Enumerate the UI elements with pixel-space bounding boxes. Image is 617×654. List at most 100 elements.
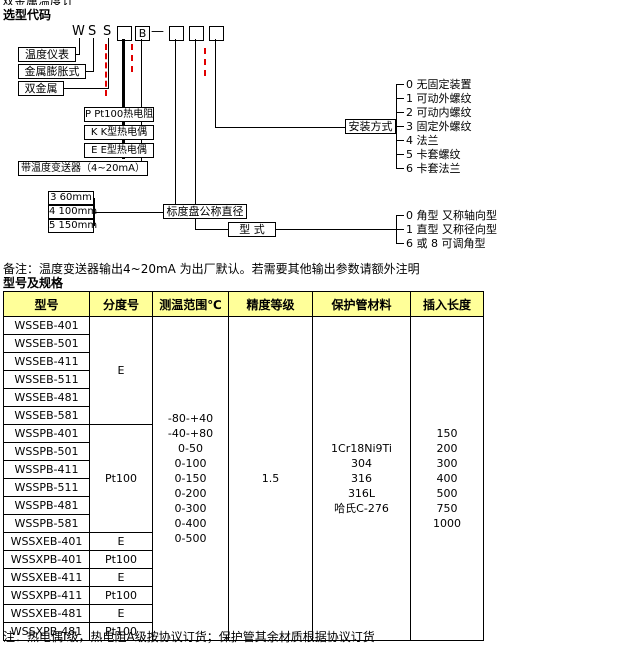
graduation-cell: E (89, 532, 153, 551)
col-header-model: 型号 (3, 291, 90, 317)
tick-line (396, 112, 404, 113)
model-cell: WSSPB-511 (3, 478, 90, 497)
label-bimetal: 双金属 (18, 81, 64, 96)
model-cell: WSSEB-411 (3, 352, 90, 371)
connector-line (108, 38, 109, 88)
connector-line (79, 38, 80, 55)
red-mark (131, 44, 133, 72)
label-type: 型 式 (228, 222, 276, 237)
graduation-cell: Pt100 (89, 622, 153, 641)
tick-line (396, 84, 404, 85)
tick-line (396, 229, 404, 230)
mounting-option-1: 1 可动外螺纹 (406, 92, 472, 105)
type-option-1: 1 直型 又称径向型 (406, 223, 497, 236)
model-cell: WSSXPB-401 (3, 550, 90, 569)
tick-line (396, 140, 404, 141)
table-row: WSSPB-481 (3, 496, 484, 515)
model-cell: WSSPB-501 (3, 442, 90, 461)
label-mounting: 安装方式 (345, 119, 396, 134)
footnote: 注：热电偶I级，热电阻A级按协议订货；保护管其余材质根据协议订货 (3, 630, 375, 644)
model-cell: WSSEB-401 (3, 316, 90, 335)
table-row: WSSEB-501 (3, 334, 484, 353)
label-temperature-transmitter: 带温度变送器（4~20mA） (18, 161, 148, 176)
label-metal-expansion: 金属膨胀式 (18, 64, 86, 79)
col-header-length: 插入长度 (410, 291, 484, 317)
code-dash: — (151, 24, 164, 39)
table-header-row: 型号 分度号 测温范围℃ 精度等级 保护管材料 插入长度 (3, 291, 484, 317)
tick-line (396, 98, 404, 99)
mounting-option-2: 2 可动内螺纹 (406, 106, 472, 119)
red-mark (204, 48, 206, 76)
model-cell: WSSXEB-481 (3, 604, 90, 623)
clipped-header-fragment: 双金属温度计 (2, 0, 74, 5)
model-cell: WSSEB-501 (3, 334, 90, 353)
col-header-graduation: 分度号 (89, 291, 153, 317)
connector-line (195, 229, 228, 230)
col-header-accuracy: 精度等级 (228, 291, 313, 317)
connector-line (86, 71, 94, 72)
table-row: WSSPB-581 (3, 514, 484, 533)
connector-line (93, 38, 94, 71)
thick-connector-line (122, 39, 125, 159)
code-letter-w: W (72, 24, 85, 39)
label-dial-diameter: 标度盘公称直径 (163, 204, 247, 219)
label-sensor-e-thermocouple: E E型热电偶 (84, 143, 154, 158)
connector-line (76, 54, 80, 55)
spec-title: 型号及规格 (3, 276, 64, 290)
graduation-cell: E (89, 316, 153, 425)
model-cell: WSSXEB-401 (3, 532, 90, 551)
tick-line (396, 154, 404, 155)
model-cell: WSSXPB-481 (3, 622, 90, 641)
model-cell: WSSXEB-411 (3, 568, 90, 587)
connector-line (215, 39, 216, 127)
table-row: WSSPB-401 Pt100 (3, 424, 484, 533)
tick-line (396, 215, 404, 216)
label-dial-150mm: 5 150mm (48, 219, 98, 233)
accuracy-cell: 1.5 (228, 316, 313, 641)
selection-code-title: 选型代码 (3, 8, 52, 22)
remark-note: 备注：温度变送器输出4~20mA 为出厂默认。若需要其他输出参数请额外注明 (3, 262, 420, 276)
mounting-option-6: 6 卡套法兰 (406, 162, 461, 175)
clipped-header-text: 双金属温度计 (2, 0, 74, 5)
tick-line (396, 243, 404, 244)
table-row: WSSXEB-401 E (3, 532, 484, 551)
mounting-option-3: 3 固定外螺纹 (406, 120, 472, 133)
type-code-box (189, 26, 204, 41)
model-cell: WSSPB-411 (3, 460, 90, 479)
graduation-cell: E (89, 568, 153, 587)
model-cell: WSSEB-581 (3, 406, 90, 425)
dial-code-box (169, 26, 184, 41)
connector-line (64, 88, 109, 89)
model-cell: WSSPB-401 (3, 424, 90, 443)
label-temperature-instrument: 温度仪表 (18, 47, 76, 62)
table-row: WSSXPB-481 Pt100 (3, 622, 484, 641)
type-option-2: 6 或 8 可调角型 (406, 237, 486, 250)
col-header-material: 保护管材料 (312, 291, 411, 317)
connector-line (215, 127, 345, 128)
tick-line (396, 126, 404, 127)
model-cell: WSSEB-511 (3, 370, 90, 389)
model-cell: WSSPB-481 (3, 496, 90, 515)
graduation-cell: Pt100 (89, 424, 153, 533)
graduation-cell: Pt100 (89, 586, 153, 605)
model-cell: WSSPB-581 (3, 514, 90, 533)
graduation-cell: E (89, 604, 153, 623)
code-letter-s-1: S (88, 24, 97, 39)
connector-line (175, 39, 176, 204)
red-mark (105, 44, 107, 96)
spec-table: 型号 分度号 测温范围℃ 精度等级 保护管材料 插入长度 WSSEB-401 E… (3, 291, 484, 641)
mounting-code-box (209, 26, 224, 41)
model-cell: WSSXPB-411 (3, 586, 90, 605)
model-cell: WSSEB-481 (3, 388, 90, 407)
mounting-option-0: 0 无固定装置 (406, 78, 472, 91)
mounting-option-5: 5 卡套螺纹 (406, 148, 461, 161)
label-dial-100mm: 4 100mm (48, 205, 98, 219)
mounting-option-4: 4 法兰 (406, 134, 439, 147)
connector-line (276, 229, 396, 230)
col-header-temp-range: 测温范围℃ (152, 291, 229, 317)
tick-line (396, 168, 404, 169)
